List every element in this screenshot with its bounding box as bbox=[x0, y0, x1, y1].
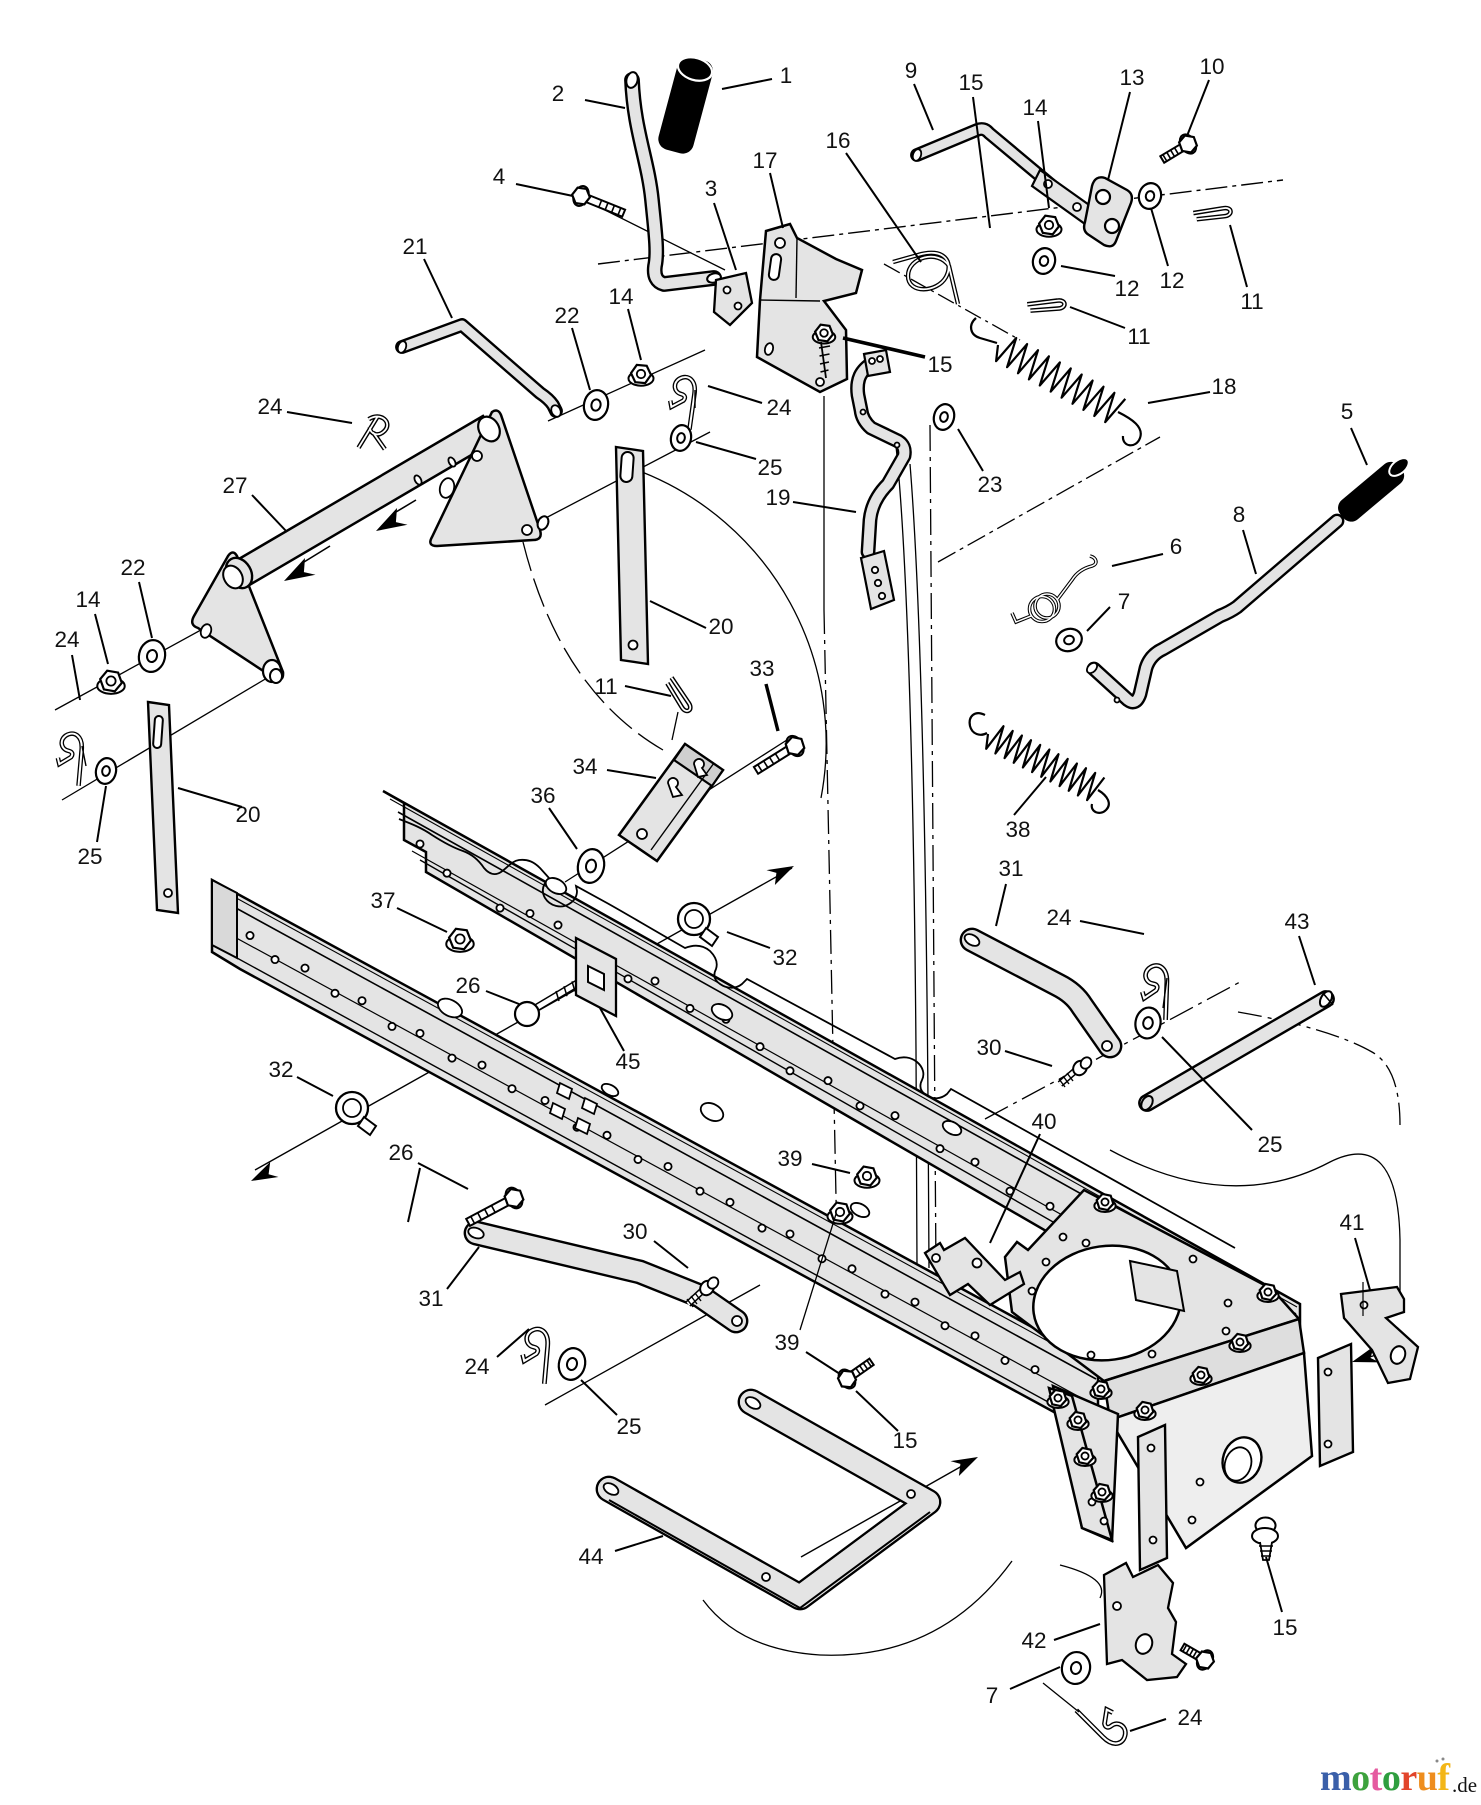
svg-text:34: 34 bbox=[572, 754, 597, 779]
svg-text:14: 14 bbox=[608, 284, 633, 309]
svg-text:22: 22 bbox=[554, 303, 579, 328]
svg-text:16: 16 bbox=[825, 128, 850, 153]
svg-text:24: 24 bbox=[1177, 1705, 1202, 1730]
svg-text:27: 27 bbox=[222, 473, 247, 498]
svg-text:41: 41 bbox=[1339, 1210, 1364, 1235]
svg-text:39: 39 bbox=[774, 1330, 799, 1355]
svg-text:30: 30 bbox=[976, 1035, 1001, 1060]
svg-text:9: 9 bbox=[905, 58, 918, 83]
svg-text:26: 26 bbox=[455, 973, 480, 998]
svg-text:15: 15 bbox=[1272, 1615, 1297, 1640]
svg-text:18: 18 bbox=[1211, 374, 1236, 399]
svg-text:42: 42 bbox=[1021, 1628, 1046, 1653]
svg-text:45: 45 bbox=[615, 1049, 640, 1074]
svg-text:32: 32 bbox=[772, 945, 797, 970]
svg-text:17: 17 bbox=[752, 148, 777, 173]
svg-text:44: 44 bbox=[578, 1544, 603, 1569]
svg-text:15: 15 bbox=[958, 70, 983, 95]
svg-text:37: 37 bbox=[370, 888, 395, 913]
svg-text:30: 30 bbox=[622, 1219, 647, 1244]
svg-text:23: 23 bbox=[977, 472, 1002, 497]
svg-text:14: 14 bbox=[1022, 95, 1047, 120]
svg-text:11: 11 bbox=[1127, 324, 1150, 349]
svg-text:25: 25 bbox=[77, 844, 102, 869]
svg-text:43: 43 bbox=[1284, 909, 1309, 934]
svg-text:25: 25 bbox=[616, 1414, 641, 1439]
svg-text:24: 24 bbox=[1046, 905, 1071, 930]
svg-text:7: 7 bbox=[986, 1683, 999, 1708]
svg-text:25: 25 bbox=[1257, 1132, 1282, 1157]
svg-text:26: 26 bbox=[388, 1140, 413, 1165]
svg-text:25: 25 bbox=[757, 455, 782, 480]
svg-text:14: 14 bbox=[75, 587, 100, 612]
svg-text:24: 24 bbox=[464, 1354, 489, 1379]
svg-text:8: 8 bbox=[1233, 502, 1246, 527]
svg-text:7: 7 bbox=[1118, 589, 1131, 614]
svg-text:15: 15 bbox=[927, 352, 952, 377]
svg-text:11: 11 bbox=[1240, 289, 1263, 314]
svg-text:motoruf: motoruf bbox=[1320, 1757, 1451, 1799]
svg-text:3: 3 bbox=[705, 176, 718, 201]
svg-text:36: 36 bbox=[530, 783, 555, 808]
svg-text:32: 32 bbox=[268, 1057, 293, 1082]
svg-text:39: 39 bbox=[777, 1146, 802, 1171]
svg-text:19: 19 bbox=[765, 485, 790, 510]
svg-text:38: 38 bbox=[1005, 817, 1030, 842]
svg-text:.de: .de bbox=[1452, 1773, 1477, 1797]
svg-text:5: 5 bbox=[1341, 399, 1354, 424]
svg-text:2: 2 bbox=[552, 81, 565, 106]
svg-text:24: 24 bbox=[766, 395, 791, 420]
svg-text:24: 24 bbox=[54, 627, 79, 652]
svg-text:6: 6 bbox=[1170, 534, 1183, 559]
svg-text:12: 12 bbox=[1114, 276, 1139, 301]
svg-text:20: 20 bbox=[708, 614, 733, 639]
svg-text:21: 21 bbox=[402, 234, 427, 259]
svg-text:22: 22 bbox=[120, 555, 145, 580]
svg-text:13: 13 bbox=[1119, 65, 1144, 90]
svg-text:4: 4 bbox=[493, 164, 506, 189]
svg-text:33: 33 bbox=[749, 656, 774, 681]
svg-text:24: 24 bbox=[257, 394, 282, 419]
svg-text:12: 12 bbox=[1159, 268, 1184, 293]
svg-text:10: 10 bbox=[1199, 54, 1224, 79]
svg-text:11: 11 bbox=[594, 674, 617, 699]
svg-text:40: 40 bbox=[1031, 1109, 1056, 1134]
svg-text:31: 31 bbox=[998, 856, 1023, 881]
svg-text:15: 15 bbox=[892, 1428, 917, 1453]
svg-text:31: 31 bbox=[418, 1286, 443, 1311]
svg-text:1: 1 bbox=[780, 63, 793, 88]
